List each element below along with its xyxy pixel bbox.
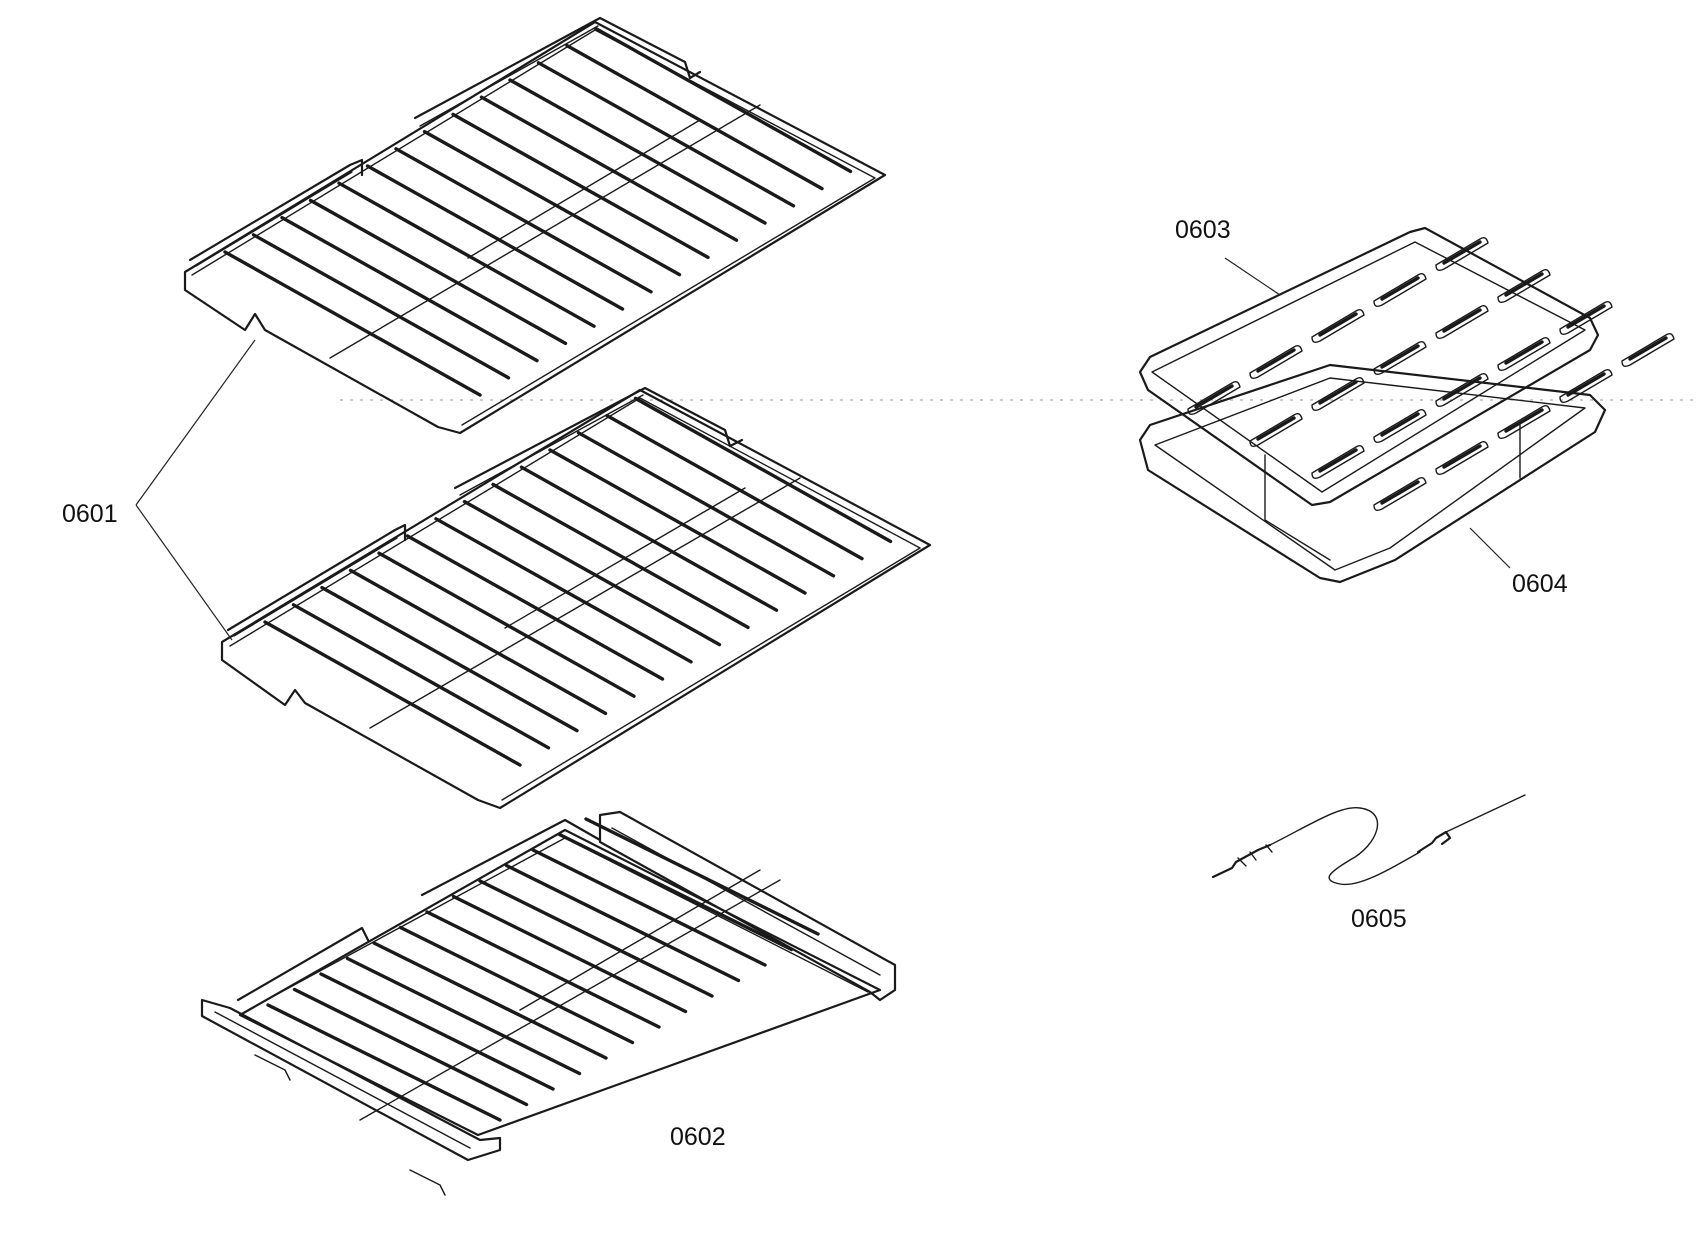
broil-slot-shadow [1442, 376, 1482, 401]
broil-pan [1138, 363, 1607, 584]
rack-bar [633, 396, 893, 544]
rack-bar [451, 894, 688, 1014]
broil-slot [1249, 412, 1303, 448]
callout-0604: 0604 [1512, 570, 1568, 598]
broil-slot [1311, 308, 1365, 344]
broil-slot [1497, 404, 1551, 440]
broil-slot-shadow [1318, 312, 1358, 337]
broil-slot-shadow [1504, 408, 1544, 433]
broil-slot-shadow [1256, 348, 1296, 373]
broil-slot [1373, 408, 1427, 444]
broil-slot [1497, 336, 1551, 372]
rack-bar [251, 233, 511, 380]
broil-slot-shadow [1256, 416, 1296, 441]
rack-bar [398, 925, 635, 1045]
broil-slot [1435, 236, 1489, 272]
rack-bar [462, 499, 722, 647]
broil-slot [1249, 344, 1303, 380]
rack-bar [491, 482, 750, 630]
rack-bar [223, 250, 482, 397]
rack-bar [478, 879, 714, 998]
rack-bar [584, 817, 820, 936]
oven-rack-lower [220, 386, 932, 810]
rack-bar [280, 215, 539, 363]
broil-slot-shadow [1566, 372, 1606, 397]
broil-slot [1621, 332, 1675, 368]
callout-0603: 0603 [1175, 216, 1231, 244]
rack-bar [345, 956, 582, 1076]
broil-slot-shadow [1318, 380, 1358, 405]
rack-bar [263, 620, 522, 767]
leader-0601-a [135, 339, 256, 506]
leader-lines [135, 257, 1511, 641]
broil-slot-shadow [1566, 304, 1606, 329]
broil-slot [1497, 268, 1551, 304]
broil-slot [1311, 376, 1365, 412]
rack-bar [348, 568, 608, 716]
callout-0605: 0605 [1351, 905, 1407, 933]
broil-slot-shadow [1380, 344, 1420, 369]
meat-probe [1211, 794, 1526, 886]
rack-bar [377, 551, 636, 698]
broil-slot [1373, 340, 1427, 376]
rack-bar [504, 863, 741, 983]
leader-0604 [1469, 527, 1511, 569]
rack-bar [372, 941, 608, 1060]
telescopic-rack [200, 810, 897, 1196]
rack-bar [479, 95, 739, 242]
broil-slot-shadow [1504, 340, 1544, 365]
broil-slot-shadow [1318, 448, 1358, 473]
rack-bar [292, 987, 529, 1107]
leader-0603 [1224, 257, 1281, 296]
broil-slot [1373, 476, 1427, 512]
rack-bar [337, 181, 596, 328]
rack-bar [365, 164, 625, 311]
broil-slot [1311, 444, 1365, 480]
leader-0601-b [135, 504, 233, 641]
broil-pan-insert [1138, 226, 1675, 512]
rack-bar [519, 465, 779, 612]
broil-slot [1187, 380, 1241, 416]
broil-slot-shadow [1442, 444, 1482, 469]
rack-bar [576, 431, 836, 578]
broil-slot [1435, 304, 1489, 340]
rack-bar [451, 112, 710, 260]
rack-bar [531, 848, 767, 967]
rack-bar [548, 448, 807, 595]
rack-bar [508, 78, 767, 225]
broil-slot-shadow [1628, 336, 1668, 361]
broil-slot [1435, 372, 1489, 408]
callout-0602: 0602 [670, 1123, 726, 1151]
broil-slot-shadow [1442, 308, 1482, 333]
rack-bar [536, 61, 796, 208]
rack-bar [320, 585, 579, 733]
broil-slot-shadow [1380, 412, 1420, 437]
rack-bar [565, 43, 824, 191]
broil-slot-shadow [1504, 272, 1544, 297]
oven-rack-upper [183, 16, 887, 435]
broil-slot [1559, 300, 1613, 336]
rack-bar [605, 413, 864, 561]
broil-slot-shadow [1442, 240, 1482, 265]
rack-bar [405, 534, 665, 681]
broil-slot [1435, 440, 1489, 476]
rack-bar [557, 832, 794, 952]
broil-slot [1559, 368, 1613, 404]
rack-bar [266, 1003, 502, 1122]
broil-slot-shadow [1194, 384, 1234, 409]
rack-bar [308, 198, 568, 346]
broil-slot-shadow [1380, 276, 1420, 301]
rack-bar [394, 147, 653, 294]
rack-bar [422, 129, 682, 277]
rack-bar [434, 517, 693, 664]
callout-0601: 0601 [62, 500, 118, 528]
rack-bar [593, 26, 853, 174]
rack-bar [291, 603, 551, 750]
rack-bar [425, 910, 661, 1029]
broil-slot [1373, 272, 1427, 308]
rack-bar [319, 972, 555, 1091]
broil-slot-shadow [1380, 480, 1420, 505]
